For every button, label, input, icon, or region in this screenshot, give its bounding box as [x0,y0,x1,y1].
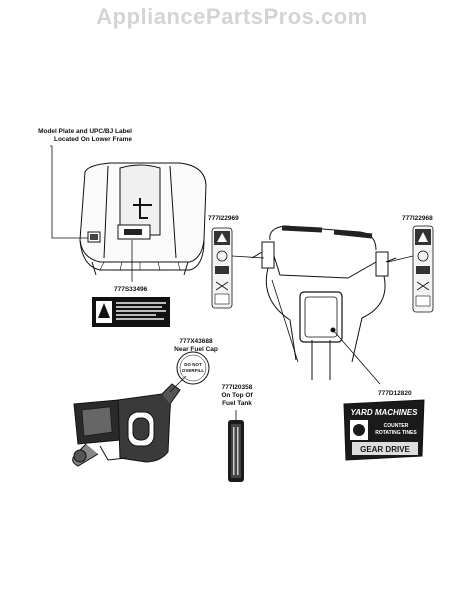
callout-777I22968: 777I22968 [402,215,433,222]
decal-counter-rotating-line1: COUNTER [384,423,409,429]
watermark: AppliancePartsPros.com [96,4,368,29]
decal-brand-name: YARD MACHINES [351,408,419,417]
callout-777I20358: 777I20358 On Top Of Fuel Tank [212,384,262,408]
decal-777X43688: DO NOT OVERFILL [176,351,210,385]
model-plate-leader [50,145,133,282]
callout-model-plate-line1: Model Plate and UPC/BJ Label [38,128,132,135]
callout-model-plate: Model Plate and UPC/BJ Label Located On … [6,128,132,144]
decal-777I22968 [412,225,434,313]
callout-on-top-of: On Top Of [221,392,253,399]
callout-777D12820: 777D12820 [378,390,412,397]
engine-illustration [72,375,187,467]
decal-777S33496 [92,297,170,327]
handle-decal-leaders [231,255,414,385]
decal-777D12820: YARD MACHINES COUNTER ROTATING TINES GEA… [343,399,425,461]
callout-near-fuel-cap: Near Fuel Cap [174,346,218,353]
fuel-cap-warning-line2: OVERFILL [182,368,205,373]
decal-counter-rotating-line2: ROTATING TINES [375,430,417,436]
callout-777I20358-part: 777I20358 [221,384,253,391]
callout-777X43688: 777X43688 Near Fuel Cap [168,338,224,354]
callout-777I22969: 777I22969 [208,215,239,222]
decal-gear-drive: GEAR DRIVE [360,445,410,454]
decal-777I22969 [211,227,233,309]
callout-777S33496: 777S33496 [114,286,148,293]
handlebar-illustration [251,225,397,380]
decal-777I20358 [228,420,244,482]
fuel-cap-warning-line1: DO NOT [184,362,202,367]
callout-model-plate-line2: Located On Lower Frame [53,136,132,143]
engine-cover-illustration [79,162,207,276]
callout-fuel-tank: Fuel Tank [222,400,252,407]
callout-777X43688-part: 777X43688 [179,338,213,345]
